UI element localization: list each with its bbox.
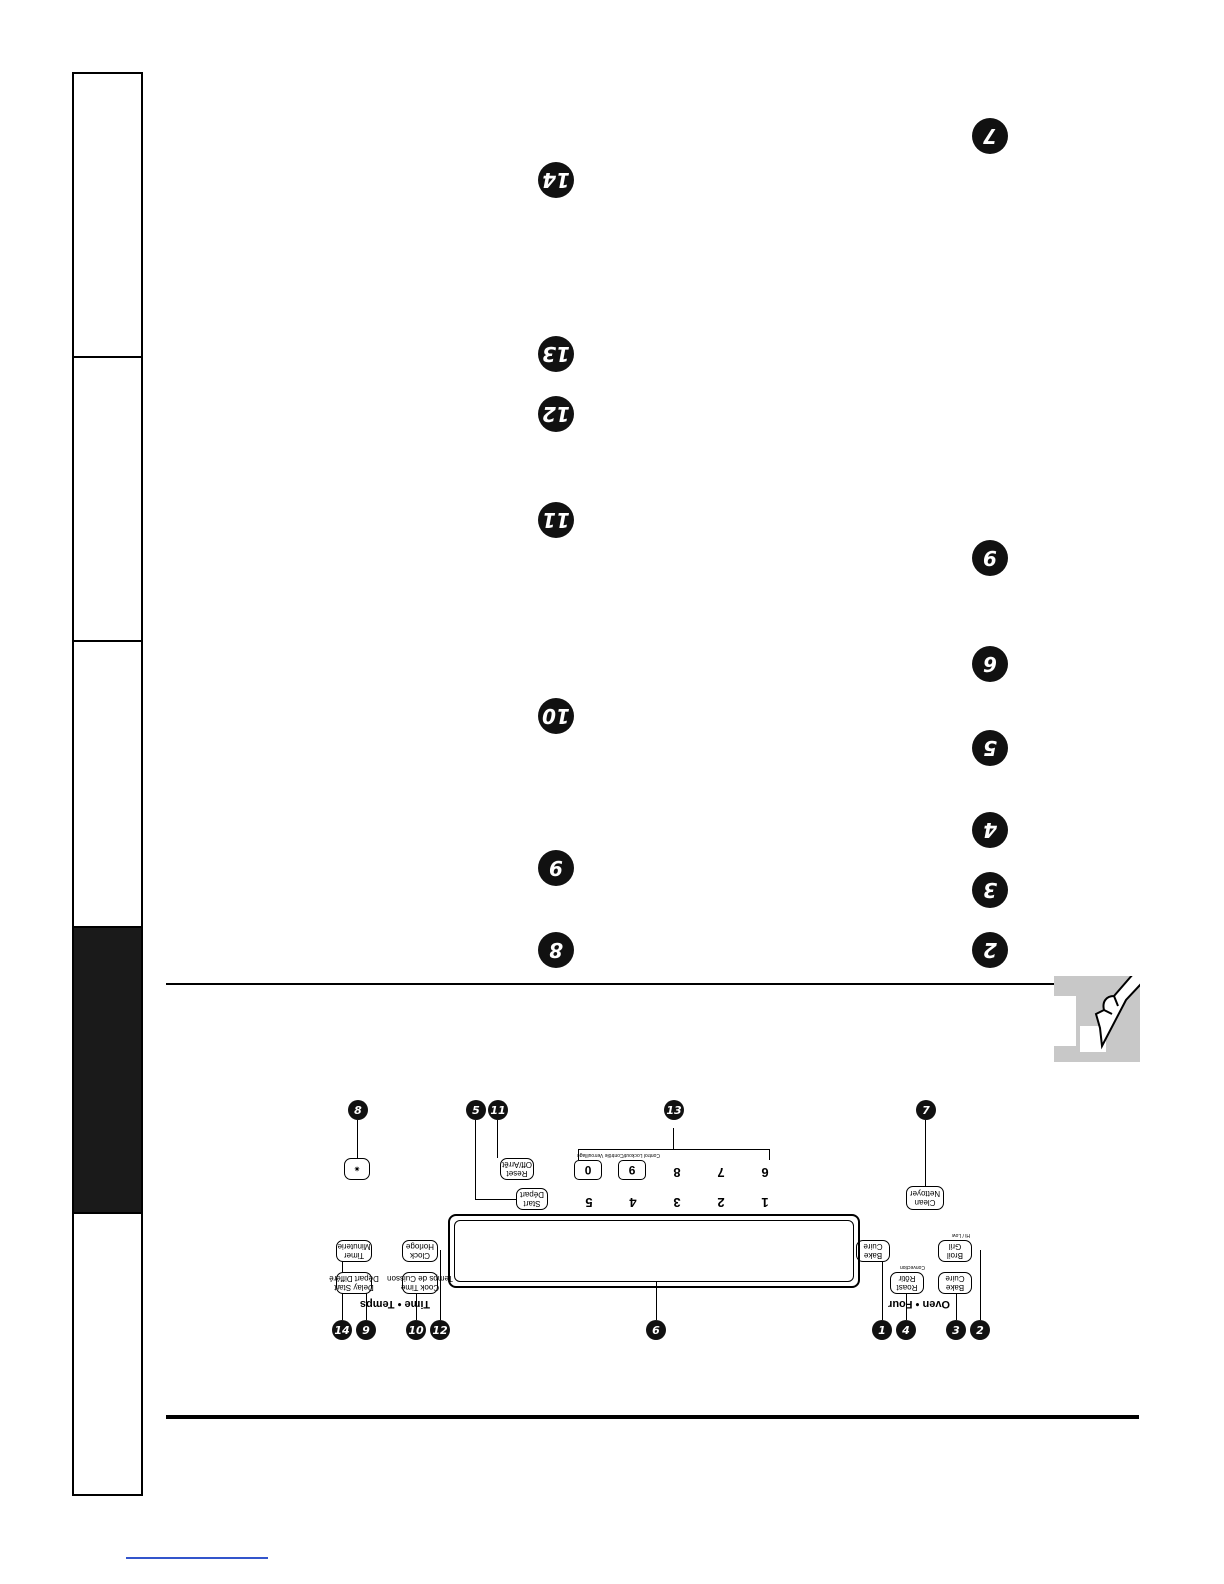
oven-display: [448, 1214, 860, 1288]
callout-5: 5: [466, 1100, 486, 1120]
tab-operating[interactable]: [74, 642, 141, 928]
section-tabs: [72, 72, 143, 1496]
num-3[interactable]: 3: [673, 1195, 681, 1210]
control-panel-diagram: 2 3 4 1 6 12 10 9 14 Oven • Four Time • …: [329, 1090, 990, 1350]
bottom-rule: [166, 1415, 1139, 1419]
callout-badge: 14: [538, 162, 574, 198]
callout-badge: 7: [972, 118, 1008, 154]
callout-badge: 8: [538, 932, 574, 968]
footer-link[interactable]: [126, 1557, 268, 1559]
callout-badge: 13: [538, 336, 574, 372]
oven-light-key[interactable]: ✷: [344, 1158, 370, 1180]
callout-badge: 10: [538, 698, 574, 734]
tab-troubleshooting[interactable]: [74, 1214, 141, 1494]
callout-12: 12: [430, 1320, 450, 1340]
tab-getting-started[interactable]: [74, 74, 141, 358]
num-0[interactable]: 0: [574, 1160, 602, 1180]
callout-4: 4: [896, 1320, 916, 1340]
callout-14: 14: [332, 1320, 352, 1340]
num-4[interactable]: 4: [629, 1195, 637, 1210]
callout-9: 9: [356, 1320, 376, 1340]
callout-2: 2: [970, 1320, 990, 1340]
callout-badge: 3: [972, 872, 1008, 908]
callout-3: 3: [946, 1320, 966, 1340]
callout-1: 1: [872, 1320, 892, 1340]
section-divider: [166, 983, 1054, 985]
convection-label: Convection: [899, 1264, 925, 1270]
callout-badge: 9: [972, 540, 1008, 576]
callout-badge: 4: [972, 812, 1008, 848]
callout-badge: 6: [972, 646, 1008, 682]
num-5[interactable]: 5: [585, 1195, 593, 1210]
lockout-label: Control Lockout/Contrôle Verrouillage: [576, 1152, 660, 1158]
oven-group-label: Oven • Four: [888, 1298, 950, 1310]
num-9[interactable]: 9: [618, 1160, 646, 1180]
callout-badge: 11: [538, 502, 574, 538]
tab-active-section[interactable]: [74, 928, 141, 1214]
callout-8: 8: [348, 1100, 368, 1120]
num-8[interactable]: 8: [673, 1165, 681, 1180]
num-2[interactable]: 2: [717, 1195, 725, 1210]
time-group-label: Time • Temps: [359, 1298, 430, 1310]
hi-low-label: Hi / Low: [951, 1232, 970, 1238]
callout-badge: 9: [538, 850, 574, 886]
callout-7: 7: [916, 1100, 936, 1120]
num-1[interactable]: 1: [761, 1195, 769, 1210]
callout-badge: 12: [538, 396, 574, 432]
callout-11: 11: [488, 1100, 508, 1120]
callout-6: 6: [646, 1320, 666, 1340]
callout-badge: 2: [972, 932, 1008, 968]
callout-13: 13: [664, 1100, 684, 1120]
callout-10: 10: [406, 1320, 426, 1340]
num-6[interactable]: 6: [761, 1165, 769, 1180]
num-7[interactable]: 7: [717, 1165, 725, 1180]
tab-safety[interactable]: [74, 358, 141, 642]
hand-pointer-icon: [1054, 964, 1156, 1062]
callout-badge: 5: [972, 730, 1008, 766]
